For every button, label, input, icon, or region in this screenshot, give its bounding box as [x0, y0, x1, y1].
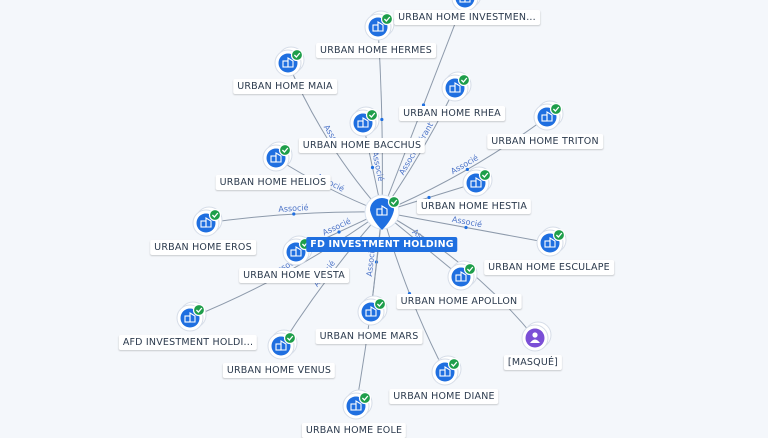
building-icon: [282, 57, 294, 68]
node-label-apollon[interactable]: URBAN HOME APOLLON: [396, 294, 522, 309]
check-badge-icon: [373, 297, 387, 311]
node-label-afd[interactable]: AFD INVESTMENT HOLDI...: [118, 335, 258, 350]
edge-arrow: [370, 165, 375, 170]
node-bacchus[interactable]: [349, 106, 380, 137]
building-icon: [270, 152, 282, 163]
node-label-diane[interactable]: URBAN HOME DIANE: [389, 389, 499, 404]
check-badge-icon: [278, 143, 292, 157]
building-icon: [541, 111, 553, 122]
node-triton[interactable]: [533, 100, 564, 131]
building-icon: [184, 312, 196, 323]
building-icon: [350, 400, 362, 411]
building-icon: [275, 340, 287, 351]
building-icon: [357, 117, 369, 128]
edge-arrow: [421, 103, 426, 107]
node-label-hestia[interactable]: URBAN HOME HESTIA: [416, 199, 532, 214]
building-icon: [376, 205, 388, 216]
check-badge-icon: [549, 102, 563, 116]
check-badge-icon: [552, 228, 566, 242]
edge-arrow: [464, 225, 468, 230]
node-eros[interactable]: [192, 206, 223, 237]
edge-label: Associé: [364, 246, 377, 277]
node-label-eros[interactable]: URBAN HOME EROS: [150, 240, 256, 255]
edge-arrow: [427, 195, 431, 200]
building-icon: [455, 271, 467, 282]
node-mars[interactable]: [357, 295, 388, 326]
check-badge-icon: [358, 391, 372, 405]
node-vesta[interactable]: [282, 235, 313, 266]
building-icon: [449, 82, 461, 93]
node-esculape[interactable]: [536, 226, 567, 257]
check-badge-icon: [283, 331, 297, 345]
node-label-venus[interactable]: URBAN HOME VENUS: [222, 363, 336, 378]
node-label-bacchus[interactable]: URBAN HOME BACCHUS: [298, 138, 426, 153]
node-label-rhea[interactable]: URBAN HOME RHEA: [399, 106, 505, 121]
node-label-mars[interactable]: URBAN HOME MARS: [315, 329, 423, 344]
node-label-esculape[interactable]: URBAN HOME ESCULAPE: [484, 260, 614, 275]
building-icon: [200, 217, 212, 228]
node-label-maia[interactable]: URBAN HOME MAIA: [233, 79, 337, 94]
node-apollon[interactable]: [447, 260, 478, 291]
node-maia[interactable]: [274, 46, 305, 77]
check-badge-icon: [463, 262, 477, 276]
edge-arrow: [337, 230, 341, 234]
node-label-masque[interactable]: [MASQUÉ]: [503, 355, 563, 370]
center-node-label[interactable]: FD INVESTMENT HOLDING: [306, 237, 458, 252]
node-hestia[interactable]: [462, 166, 493, 197]
building-icon: [365, 306, 377, 317]
building-icon: [372, 21, 384, 32]
node-helios[interactable]: [262, 141, 293, 172]
node-venus[interactable]: [267, 329, 298, 360]
edge-label: Associé: [321, 216, 353, 238]
building-icon: [470, 177, 482, 188]
node-label-helios[interactable]: URBAN HOME HELIOS: [215, 175, 331, 190]
node-label-investment[interactable]: URBAN HOME INVESTMEN...: [394, 10, 540, 25]
check-badge-icon: [387, 195, 401, 209]
center-node[interactable]: [364, 194, 401, 230]
person-icon: [530, 332, 540, 343]
edge-label: Associé: [278, 202, 309, 214]
node-rhea[interactable]: [441, 71, 472, 102]
edge-arrow: [292, 212, 296, 216]
node-hermes[interactable]: [364, 10, 395, 41]
check-badge-icon: [457, 73, 471, 87]
node-afd[interactable]: [176, 301, 207, 332]
check-badge-icon: [365, 108, 379, 122]
edge-arrow: [380, 117, 384, 122]
node-label-eole[interactable]: URBAN HOME EOLE: [301, 423, 407, 438]
building-icon: [439, 366, 451, 377]
node-label-triton[interactable]: URBAN HOME TRITON: [487, 134, 603, 149]
check-badge-icon: [447, 357, 461, 371]
check-badge-icon: [478, 168, 492, 182]
check-badge-icon: [290, 48, 304, 62]
node-label-hermes[interactable]: URBAN HOME HERMES: [316, 43, 436, 58]
node-eole[interactable]: [342, 389, 373, 420]
building-icon: [544, 237, 556, 248]
building-icon: [290, 246, 302, 257]
node-masque[interactable]: [521, 321, 552, 352]
edge-arrow: [465, 167, 469, 172]
node-diane[interactable]: [431, 355, 462, 386]
check-badge-icon: [192, 303, 206, 317]
building-icon: [459, 0, 471, 3]
check-badge-icon: [380, 12, 394, 26]
check-badge-icon: [208, 208, 222, 222]
node-label-vesta[interactable]: URBAN HOME VESTA: [239, 268, 349, 283]
